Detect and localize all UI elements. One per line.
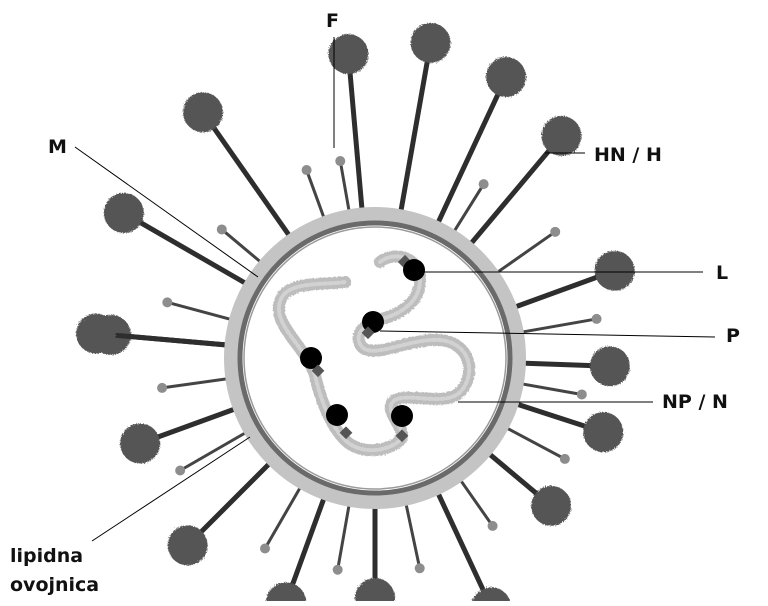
hn-stem (348, 54, 362, 218)
f-stem (490, 232, 556, 278)
hn-spike-head (104, 193, 144, 233)
hn-spike-head (541, 116, 581, 156)
label-lipid-line2: ovojnica (10, 576, 99, 595)
f-spike-head (479, 179, 489, 189)
hn-stem (124, 213, 254, 288)
label-F: F (326, 12, 339, 31)
f-spike-head (592, 314, 602, 324)
f-spike-head (550, 227, 560, 237)
f-stem (167, 302, 239, 321)
f-spike-head (577, 389, 587, 399)
l-protein-1 (403, 259, 425, 281)
hn-spike-head (486, 57, 526, 97)
hn-spike-head (183, 92, 223, 132)
l-protein-5 (391, 405, 413, 427)
f-spike-head (333, 565, 343, 575)
hn-stem (434, 485, 491, 601)
f-spike-head (162, 297, 172, 307)
hn-spike-head (168, 525, 208, 565)
hn-spike-head (595, 251, 635, 291)
hn-spike-head (120, 424, 160, 464)
label-P: P (726, 327, 740, 346)
f-stem (162, 377, 236, 387)
f-spike-head (415, 563, 425, 573)
f-spike-head (157, 383, 167, 393)
f-stem (404, 495, 420, 568)
f-spike-head (302, 165, 312, 175)
hn-stem (203, 112, 295, 243)
f-spike-head (175, 466, 185, 476)
surface-glycoproteins (76, 23, 635, 601)
hn-spike-head (531, 486, 571, 526)
leader-lipid (92, 437, 250, 541)
l-protein-4 (326, 404, 348, 426)
label-HN-H: HN / H (594, 146, 662, 165)
f-spike-head (560, 454, 570, 464)
hn-spike-head (355, 578, 395, 601)
f-spike-head (488, 521, 498, 531)
hn-spike-head (76, 314, 116, 354)
f-spike-head (335, 156, 345, 166)
hn-spike-head (266, 582, 306, 601)
hn-spike-head (590, 346, 630, 386)
f-spike-head (260, 544, 270, 554)
f-stem (338, 496, 351, 570)
f-spike-head (217, 224, 227, 234)
lipid-envelope (231, 214, 519, 502)
hn-spike-head (471, 587, 511, 601)
nucleocapsid (279, 255, 469, 450)
envelope (231, 214, 519, 502)
label-NP-N: NP / N (662, 393, 728, 412)
leader-M (75, 147, 258, 277)
hn-spike-head (583, 412, 623, 452)
f-stem (513, 319, 597, 334)
f-stem (265, 479, 305, 548)
hn-spike-head (411, 23, 451, 63)
hn-stem (399, 43, 430, 220)
label-M: M (48, 138, 67, 157)
f-stem (499, 424, 565, 459)
label-L: L (716, 264, 728, 283)
label-lipid-line1: lipidna (10, 547, 83, 566)
f-stem (180, 428, 254, 471)
